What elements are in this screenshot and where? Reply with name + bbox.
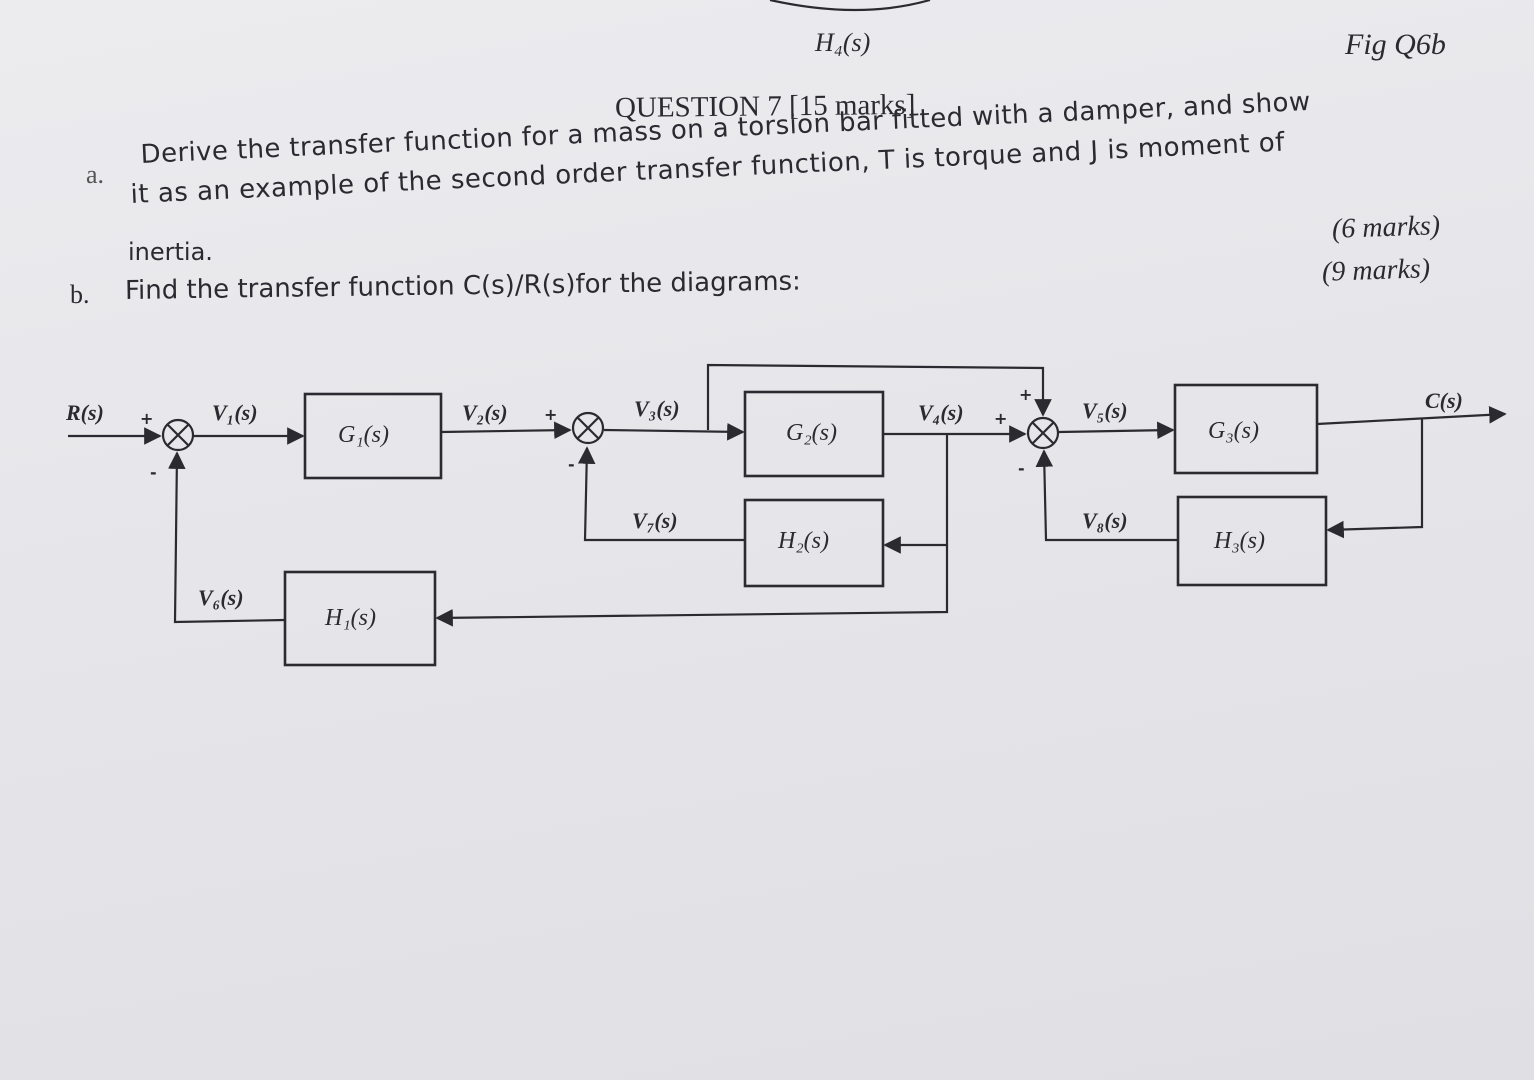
block-g1-label: G₁(s) (338, 422, 389, 448)
block-h2-label: H₂(s) (777, 528, 829, 554)
wire-output-to-h3 (1326, 418, 1424, 539)
sign-minus-sum2: - (568, 455, 575, 474)
label-v5: V₅(s) (1082, 398, 1128, 423)
part-a-letter: a. (86, 160, 105, 189)
wire-h2-to-sum2 (577, 446, 745, 542)
part-b-letter: b. (70, 280, 90, 309)
wire-feedforward-v3-to-sum3 (706, 363, 1052, 430)
block-g2-label: G₂(s) (786, 420, 837, 446)
label-input-r: R(s) (65, 400, 104, 425)
wire-g1-to-sum2 (440, 421, 572, 440)
wire-sum2-to-g2 (603, 422, 745, 441)
block-g1 (303, 392, 443, 480)
wire-v4-to-h2 (883, 434, 949, 554)
sign-minus-sum3: - (1018, 459, 1025, 478)
block-h2 (743, 498, 885, 588)
label-output-c: C(s) (1425, 388, 1463, 413)
label-v8: V₈(s) (1082, 508, 1128, 533)
label-v3: V₃(s) (634, 396, 680, 421)
previous-figure-arc (769, 0, 931, 12)
label-v6: V₆(s) (198, 585, 244, 610)
block-h3-label: H₃(s) (1213, 528, 1265, 554)
label-v1: V₁(s) (212, 400, 258, 425)
label-v2: V₂(s) (462, 400, 508, 425)
part-a-line-3: inertia. (128, 238, 213, 266)
sign-plus-sum3-top: + (1019, 385, 1032, 404)
sign-minus-sum1: - (150, 463, 157, 482)
label-v4: V₄(s) (918, 400, 964, 425)
block-g3 (1173, 383, 1319, 475)
sign-plus-sum2: + (544, 405, 557, 424)
summing-junction-1 (161, 418, 195, 452)
wire-g3-to-output (1316, 406, 1507, 426)
wire-v4-to-h1 (435, 545, 949, 627)
wire-sum3-to-g3 (1058, 421, 1175, 440)
figure-reference: Fig Q6b (1345, 28, 1446, 61)
summing-junction-2 (571, 411, 605, 445)
label-v7: V₇(s) (632, 508, 678, 533)
sign-plus-r: + (140, 409, 153, 428)
block-g3-label: G₃(s) (1208, 418, 1259, 444)
wire-h1-to-sum1 (168, 451, 286, 624)
previous-figure-transfer-label: H₄(s) (815, 28, 871, 57)
wire-h3-to-sum3 (1035, 449, 1178, 542)
block-h1 (283, 570, 437, 667)
block-h1-label: H₁(s) (324, 605, 376, 631)
summing-junction-3 (1026, 416, 1060, 450)
sign-plus-sum3-left: + (994, 409, 1007, 428)
